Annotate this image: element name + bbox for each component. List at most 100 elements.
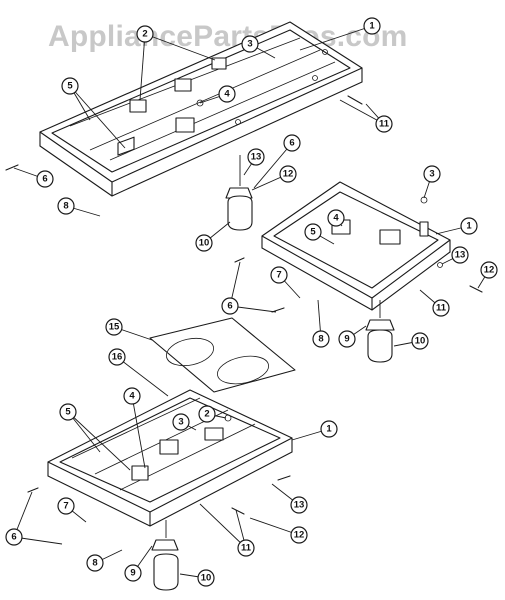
- middle-screw-right: [437, 262, 443, 268]
- bottom-foot-cap: [151, 539, 179, 551]
- svg-text:9: 9: [130, 568, 135, 579]
- svg-text:7: 7: [276, 270, 281, 281]
- callout-mid-8: [312, 330, 330, 348]
- callout-top-6b: [283, 134, 301, 152]
- burner-cover-plate: [149, 317, 296, 393]
- svg-text:3: 3: [429, 169, 434, 180]
- callout-top-4: [218, 85, 236, 103]
- callout-mid-13: [451, 246, 469, 264]
- middle-leveling-foot: [367, 329, 393, 363]
- callout-top-6a: [36, 170, 54, 188]
- middle-bracket-c: [419, 221, 429, 237]
- svg-text:8: 8: [63, 201, 68, 212]
- svg-text:4: 4: [224, 89, 230, 100]
- svg-text:12: 12: [294, 530, 305, 541]
- svg-text:3: 3: [178, 417, 183, 428]
- callout-bot-11: [237, 539, 255, 557]
- top-screw-3: [312, 75, 318, 81]
- callout-top-10: [195, 234, 213, 252]
- callout-top-5: [61, 77, 79, 95]
- bottom-left-screw: [27, 487, 39, 493]
- bottom-right-screw-2: [277, 475, 291, 481]
- callout-mid-4: [327, 209, 345, 227]
- callout-mid-3: [423, 165, 441, 183]
- svg-text:1: 1: [466, 221, 472, 232]
- middle-tray-assembly: [234, 181, 483, 363]
- bottom-leveling-foot: [153, 553, 179, 591]
- svg-text:12: 12: [283, 169, 294, 180]
- callout-bot-16: [108, 348, 126, 366]
- callout-bot-7: [57, 497, 75, 515]
- callout-bot-5: [59, 403, 77, 421]
- top-left-screw: [5, 164, 19, 171]
- top-screw-1: [196, 99, 204, 107]
- svg-text:4: 4: [129, 391, 135, 402]
- svg-text:6: 6: [11, 532, 16, 543]
- svg-text:7: 7: [63, 501, 68, 512]
- callout-bot-12: [290, 526, 308, 544]
- svg-text:5: 5: [67, 81, 73, 92]
- callouts-middle: 3 1 4 5 13 12 7 6 11 8 9 10: [221, 165, 498, 350]
- callout-mid-1: [460, 217, 478, 235]
- svg-text:13: 13: [251, 152, 262, 163]
- top-bracket-d: [211, 57, 227, 70]
- callout-bot-2: [198, 405, 216, 423]
- callout-mid-7: [270, 266, 288, 284]
- top-bracket-c: [174, 78, 192, 92]
- callout-mid-12: [480, 261, 498, 279]
- svg-text:10: 10: [199, 238, 210, 249]
- svg-text:5: 5: [65, 407, 71, 418]
- svg-text:10: 10: [201, 573, 212, 584]
- middle-bracket-b: [379, 229, 401, 245]
- svg-text:2: 2: [142, 29, 147, 40]
- bottom-right-screw: [231, 507, 245, 515]
- callout-mid-9: [338, 330, 356, 348]
- callout-bot-15: [105, 318, 123, 336]
- watermark-text: AppliancePartsPros.com: [48, 20, 408, 53]
- top-bracket-a: [117, 136, 135, 156]
- callout-bot-6: [5, 528, 23, 546]
- callout-top-13: [247, 148, 265, 166]
- svg-text:15: 15: [109, 322, 120, 333]
- svg-text:8: 8: [318, 334, 323, 345]
- callout-bot-4: [123, 387, 141, 405]
- callout-bot-1: [320, 420, 338, 438]
- cover-hole-left: [165, 337, 215, 367]
- svg-text:10: 10: [415, 336, 426, 347]
- svg-text:12: 12: [484, 265, 495, 276]
- top-right-screw: [347, 95, 363, 105]
- callout-top-1: [363, 17, 381, 35]
- callout-top-2: [136, 25, 154, 43]
- svg-text:5: 5: [310, 227, 316, 238]
- callout-top-3: [241, 35, 259, 53]
- top-tray-assembly: [5, 21, 363, 231]
- svg-text:11: 11: [379, 119, 390, 130]
- middle-foot-cap: [365, 319, 395, 331]
- svg-text:2: 2: [204, 409, 209, 420]
- callout-top-8: [57, 197, 75, 215]
- top-screw-4: [322, 49, 328, 55]
- top-bracket-b: [129, 99, 147, 113]
- top-bracket-e: [175, 117, 195, 133]
- top-foot-cap: [225, 187, 253, 199]
- callout-mid-5: [304, 223, 322, 241]
- svg-text:13: 13: [455, 250, 466, 261]
- callout-top-12: [279, 165, 297, 183]
- bottom-bracket-b: [159, 439, 179, 455]
- svg-text:6: 6: [227, 301, 232, 312]
- callout-bot-8: [86, 554, 104, 572]
- svg-text:6: 6: [289, 138, 294, 149]
- svg-text:4: 4: [333, 213, 339, 224]
- svg-text:11: 11: [436, 303, 447, 314]
- svg-text:3: 3: [247, 39, 252, 50]
- callout-mid-10: [411, 332, 429, 350]
- callout-mid-11: [432, 299, 450, 317]
- bottom-bracket-a: [131, 465, 149, 481]
- svg-text:9: 9: [344, 334, 349, 345]
- middle-right-screw: [469, 285, 483, 293]
- callout-top-11: [375, 115, 393, 133]
- svg-text:13: 13: [294, 500, 305, 511]
- top-leveling-foot: [227, 195, 253, 231]
